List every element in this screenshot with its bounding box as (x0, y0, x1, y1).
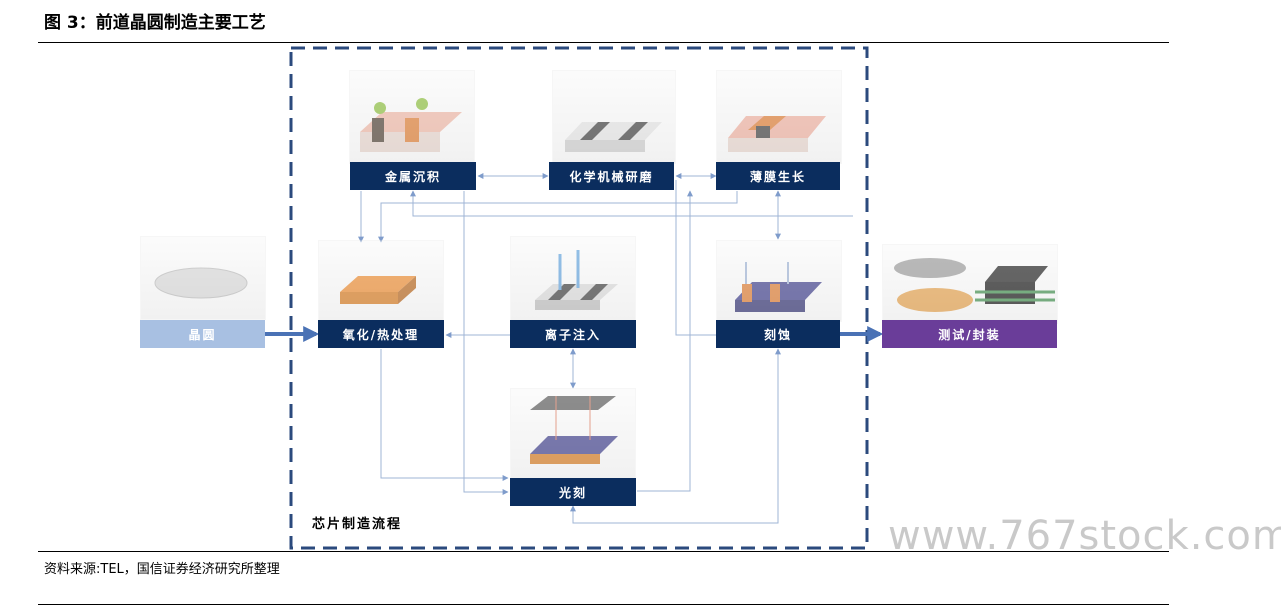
process-group-border (289, 46, 869, 550)
connector-etch-litho (570, 362, 779, 524)
ion-implant-thumb (510, 236, 636, 322)
wafer-illustration (154, 267, 248, 299)
figure-source: 资料来源:TEL，国信证券经济研究所整理 (44, 562, 280, 577)
step-test-package: 测试/封装 (882, 320, 1057, 348)
etching-illustration (735, 262, 822, 312)
wafer-thumb (140, 236, 266, 320)
step-oxidation: 氧化/热处理 (318, 320, 444, 348)
cmp-illustration (565, 122, 662, 152)
step-lithography: 光刻 (510, 478, 636, 506)
cmp-thumb (552, 70, 676, 164)
source-rule (38, 551, 1169, 552)
watermark: www.767stock.com (888, 513, 1281, 559)
step-ion-implant: 离子注入 (510, 320, 636, 348)
film-growth-illustration (728, 116, 826, 152)
bottom-rule (38, 604, 1169, 605)
connector-film-oxidation (378, 191, 738, 243)
step-film-growth: 薄膜生长 (716, 162, 840, 190)
film-growth-thumb (716, 70, 842, 164)
process-group-label: 芯片制造流程 (312, 517, 403, 532)
metal-deposition-illustration (360, 98, 462, 152)
metal-deposition-thumb (349, 70, 475, 164)
connector-metal-litho (463, 191, 509, 495)
connector-oxidation-litho (380, 349, 509, 481)
step-wafer: 晶圆 (140, 320, 265, 348)
connector-etch-metal (410, 190, 853, 217)
etching-thumb (716, 240, 842, 322)
test-package-illustration (894, 258, 1055, 312)
step-cmp: 化学机械研磨 (549, 162, 674, 190)
title-rule (38, 42, 1169, 43)
step-metal-deposition: 金属沉积 (350, 162, 476, 190)
step-etching: 刻蚀 (716, 320, 840, 348)
lithography-thumb (510, 388, 636, 480)
ion-implant-illustration (535, 250, 618, 310)
oxidation-thumb (318, 240, 444, 322)
lithography-illustration (530, 396, 618, 464)
figure-title: 图 3：前道晶圆制造主要工艺 (44, 13, 266, 33)
connector-cmp-etch (675, 180, 716, 336)
oxidation-illustration (340, 276, 416, 304)
connector-litho-cmp (637, 190, 693, 492)
test-package-thumb (882, 244, 1058, 324)
